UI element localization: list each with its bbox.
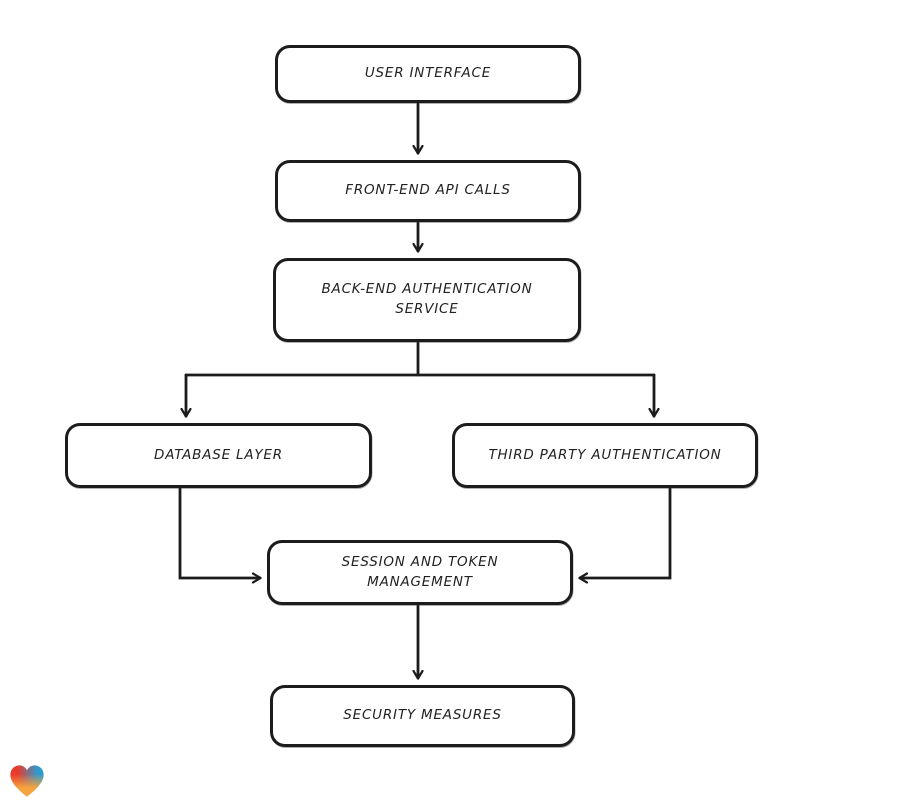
arrow-database-to-session	[178, 487, 260, 578]
node-back-end-authentication-service-label: BACK-END AUTHENTICATION SERVICE	[321, 281, 533, 317]
node-session-and-token-management-label: SESSION AND TOKEN MANAGEMENT	[341, 553, 499, 590]
node-user-interface[interactable]: USER INTERFACE	[275, 45, 581, 103]
node-user-interface-label: USER INTERFACE	[364, 65, 492, 82]
node-database-layer[interactable]: DATABASE LAYER	[65, 423, 372, 488]
node-security-measures-label: SECURITY MEASURES	[343, 707, 502, 724]
arrow-thirdparty-to-session	[580, 487, 672, 578]
node-front-end-api-calls[interactable]: FRONT-END API CALLS	[275, 160, 581, 222]
node-session-and-token-management[interactable]: SESSION AND TOKEN MANAGEMENT	[267, 540, 573, 605]
node-back-end-authentication-service[interactable]: BACK-END AUTHENTICATION SERVICE	[273, 258, 581, 342]
node-third-party-authentication[interactable]: THIRD PARTY AUTHENTICATION	[452, 423, 758, 488]
heart-logo	[10, 765, 44, 797]
node-third-party-authentication-label: THIRD PARTY AUTHENTICATION	[488, 446, 722, 463]
node-front-end-api-calls-label: FRONT-END API CALLS	[345, 182, 511, 199]
node-database-layer-label: DATABASE LAYER	[154, 446, 283, 463]
node-security-measures[interactable]: SECURITY MEASURES	[270, 685, 575, 747]
